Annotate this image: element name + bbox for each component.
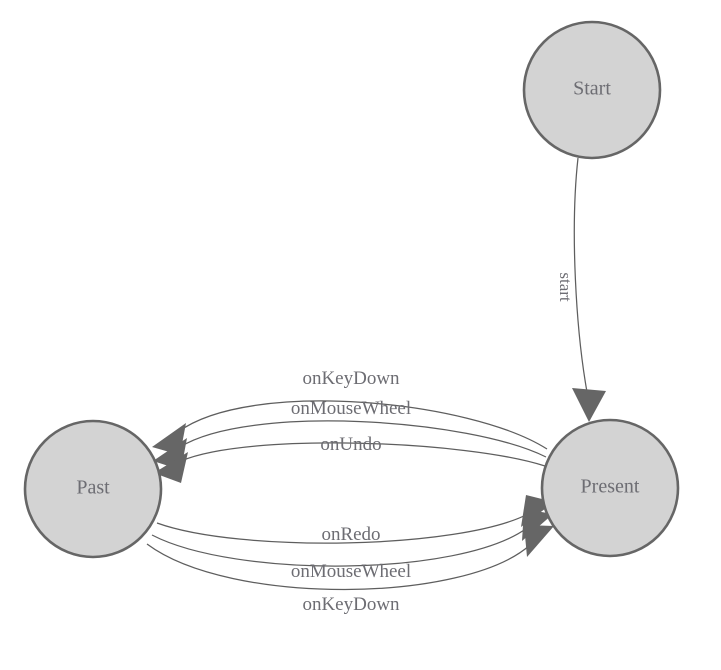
edge-past-to-present-onkeydown-path: [146, 543, 531, 591]
edge-label-past-to-present-onkeydown: onKeyDown: [302, 594, 400, 615]
edge-present-to-past-onundo-path: [180, 442, 546, 467]
edge-label-present-to-past-onundo: onUndo: [320, 434, 381, 455]
node-start[interactable]: Start: [522, 20, 662, 160]
node-present-label: Present: [581, 476, 640, 498]
node-past[interactable]: Past: [23, 419, 163, 559]
edge-label-start: start: [556, 272, 575, 302]
edge-past-to-present-onmousewheel-path: [151, 527, 528, 567]
edge-present-to-past-onundo[interactable]: onUndo: [154, 434, 546, 483]
node-start-label: Start: [573, 78, 611, 100]
edge-label-present-to-past-onmousewheel: onMouseWheel: [291, 398, 411, 419]
node-past-circle: [23, 419, 163, 559]
edge-past-to-present-onredo-path: [156, 513, 529, 544]
edge-past-to-present-onmousewheel[interactable]: onMouseWheel: [151, 509, 553, 582]
edge-start-to-present-path: [573, 157, 588, 393]
edge-past-to-present-onredo[interactable]: onRedo: [156, 495, 554, 545]
node-present[interactable]: Present: [540, 418, 680, 558]
arrowhead-present-to-past-onundo: [154, 452, 188, 483]
node-present-circle: [540, 418, 680, 558]
edge-label-past-to-present-onredo: onRedo: [321, 524, 380, 545]
edge-present-to-past-onmousewheel-path: [179, 420, 547, 458]
arrowhead-start-to-present: [572, 388, 606, 422]
edge-start-to-present[interactable]: start: [556, 157, 606, 422]
node-start-circle: [522, 20, 662, 160]
edge-present-to-past-onkeydown-path: [177, 400, 548, 450]
edge-past-to-present-onkeydown[interactable]: onKeyDown: [146, 525, 554, 615]
node-past-label: Past: [76, 477, 110, 499]
edge-label-present-to-past-onkeydown: onKeyDown: [302, 368, 400, 389]
arrowhead-past-to-present-onkeydown: [524, 525, 554, 557]
edge-label-past-to-present-onmousewheel: onMouseWheel: [291, 561, 411, 582]
